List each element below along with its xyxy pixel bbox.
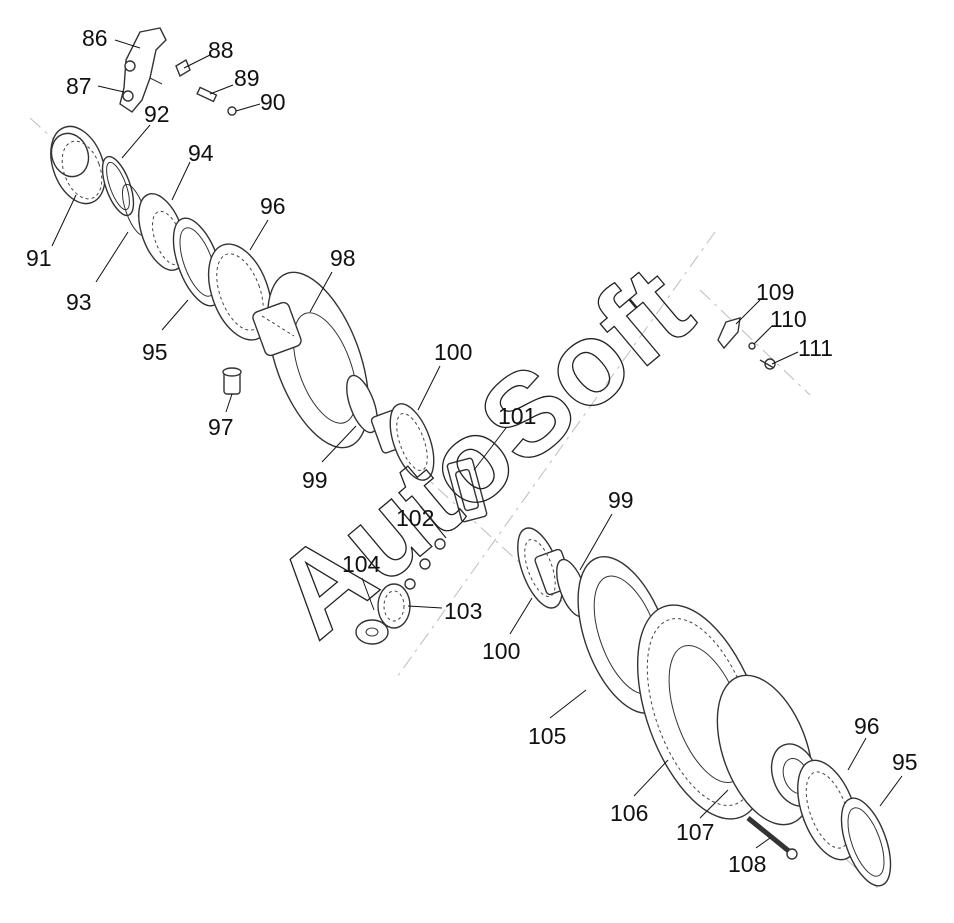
callout-100-upper: 100 xyxy=(434,339,472,365)
part-88-clip xyxy=(175,58,191,78)
callout-110: 110 xyxy=(770,306,807,332)
callout-95: 95 xyxy=(142,339,168,365)
callout-99-lower: 99 xyxy=(608,487,634,513)
part-102-pin xyxy=(404,538,446,590)
callout-98: 98 xyxy=(330,245,356,271)
callout-106: 106 xyxy=(610,800,648,826)
callout-96: 96 xyxy=(260,193,286,219)
callout-93: 93 xyxy=(66,289,92,315)
part-109-lock-plate xyxy=(717,317,741,350)
callout-107: 107 xyxy=(676,819,714,845)
callout-101: 101 xyxy=(498,403,536,429)
callout-100-lower: 100 xyxy=(482,638,520,664)
callout-leader-lines xyxy=(51,39,903,849)
part-104-washer xyxy=(355,619,389,645)
callout-86: 86 xyxy=(82,25,108,51)
part-95-nut-lower xyxy=(840,797,892,887)
callout-91: 91 xyxy=(26,245,52,271)
callout-105: 105 xyxy=(528,723,566,749)
part-111-screw xyxy=(759,358,776,370)
callout-87: 87 xyxy=(66,73,92,99)
callout-104: 104 xyxy=(342,551,381,577)
part-100-side-gear-upper xyxy=(370,403,435,481)
callout-99-upper: 99 xyxy=(302,467,328,493)
callout-89: 89 xyxy=(234,65,260,91)
part-97-bolt xyxy=(222,367,242,395)
part-89-pin xyxy=(196,86,218,103)
callout-103: 103 xyxy=(444,598,482,624)
part-86-shift-fork xyxy=(119,27,167,113)
callout-96-lower: 96 xyxy=(854,713,880,739)
part-107-diff-case xyxy=(716,674,820,826)
callout-88: 88 xyxy=(208,37,234,63)
part-99-washer-upper xyxy=(346,374,378,434)
callout-labels: 86 87 88 89 90 91 92 93 94 95 96 97 98 9… xyxy=(26,25,918,877)
callout-95-lower: 95 xyxy=(892,749,918,775)
callout-92: 92 xyxy=(144,101,170,127)
part-92-ring xyxy=(101,155,135,217)
part-110-washer xyxy=(748,342,756,350)
callout-97: 97 xyxy=(208,414,234,440)
assembly-axis-lines xyxy=(29,117,881,891)
part-98-diff-case xyxy=(252,271,370,449)
callout-111: 111 xyxy=(798,335,833,361)
callout-102: 102 xyxy=(396,505,434,531)
part-108-bolt xyxy=(746,816,798,860)
callout-109: 109 xyxy=(756,279,794,305)
callout-90: 90 xyxy=(260,89,286,115)
part-90-nut xyxy=(227,106,237,116)
callout-94: 94 xyxy=(188,140,214,166)
part-101-spider xyxy=(446,457,488,523)
part-91-flange xyxy=(50,125,106,205)
callout-108: 108 xyxy=(728,851,766,877)
